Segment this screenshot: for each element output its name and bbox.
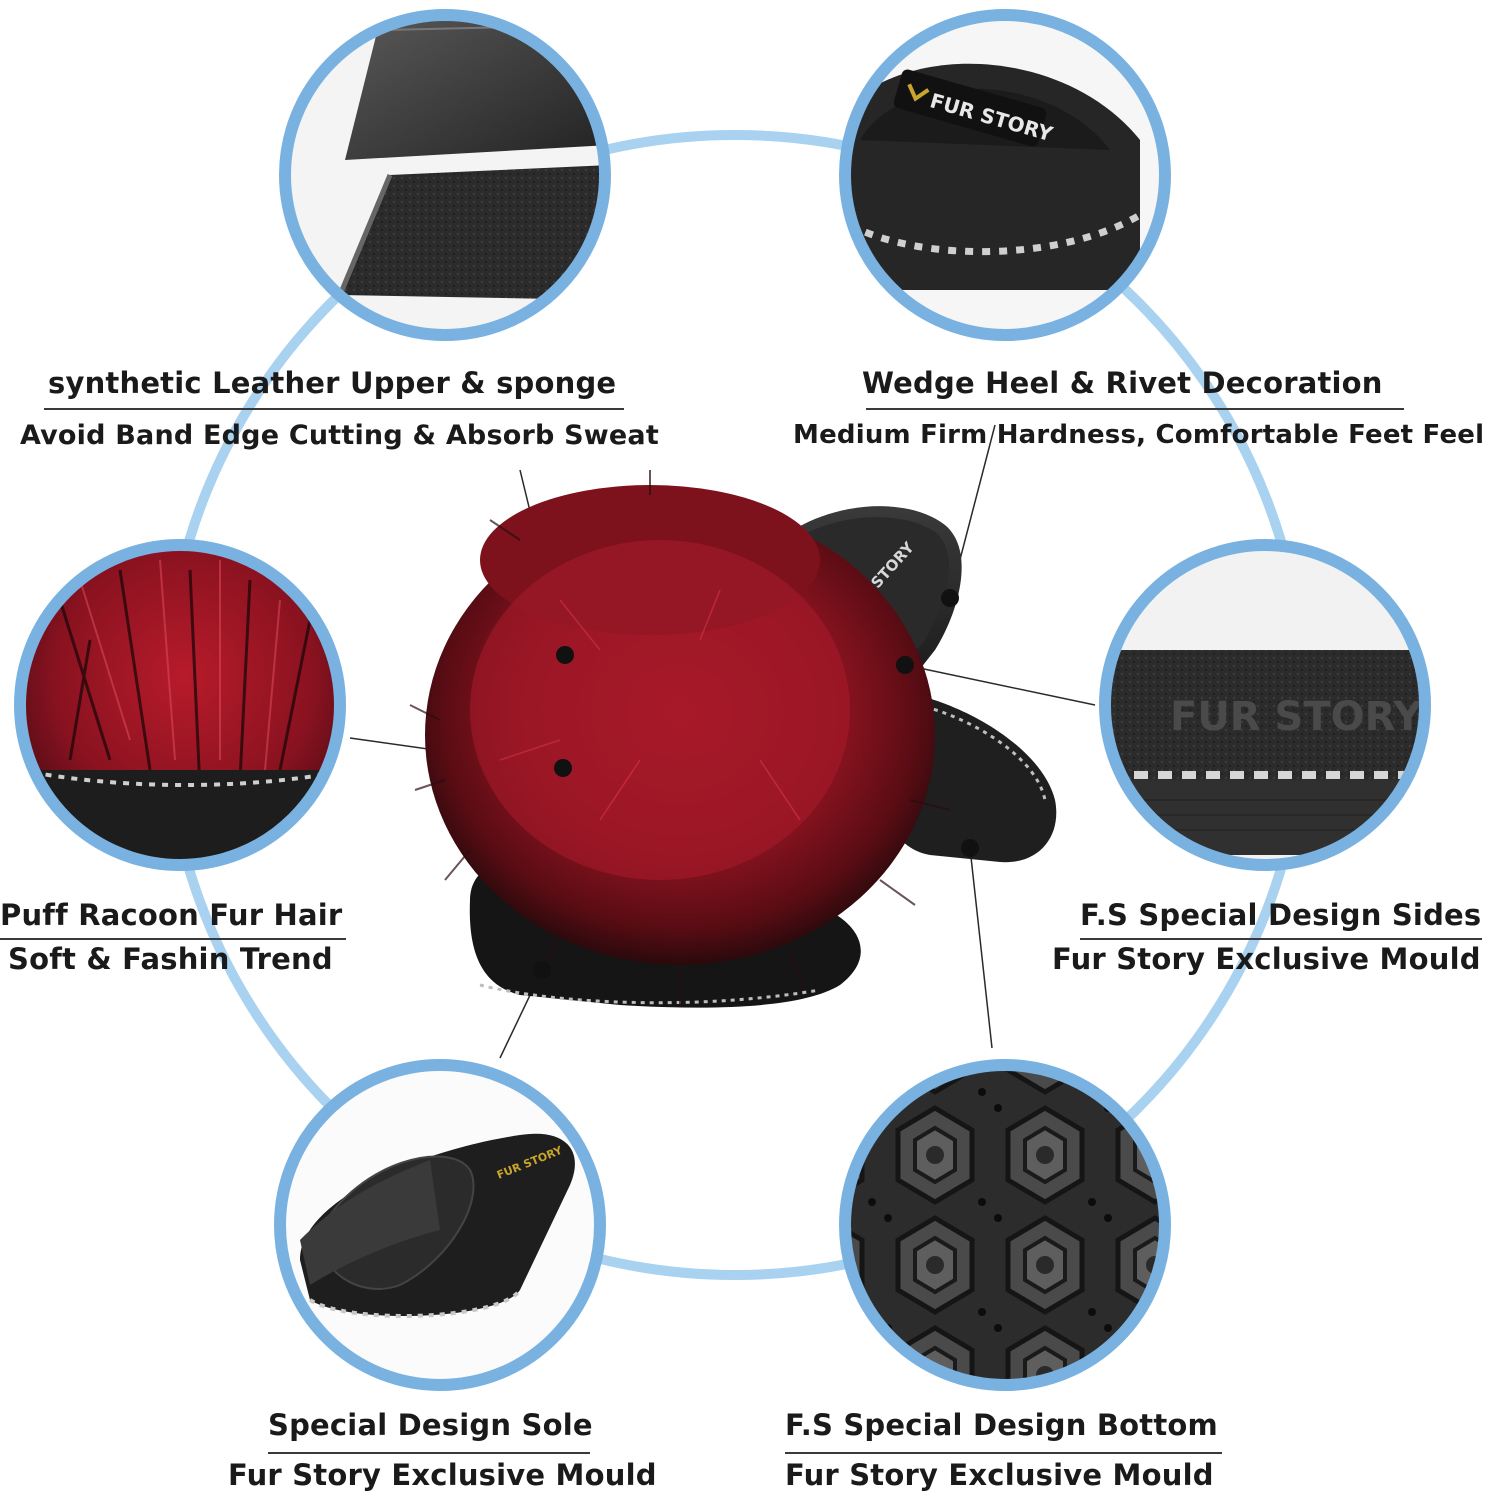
feature-subtitle-fur: Soft & Fashin Trend bbox=[8, 942, 333, 976]
feature-title-sides: F.S Special Design Sides bbox=[1080, 898, 1482, 932]
feature-subtitle-leather: Avoid Band Edge Cutting & Absorb Sweat bbox=[20, 420, 659, 451]
title-underline bbox=[785, 1452, 1222, 1454]
feature-title-leather: synthetic Leather Upper & sponge bbox=[48, 366, 617, 400]
callout-dots bbox=[533, 589, 979, 979]
feature-title-bottom: F.S Special Design Bottom bbox=[785, 1408, 1218, 1442]
feature-subtitle-sides: Fur Story Exclusive Mould bbox=[1052, 942, 1481, 976]
logo-text-side: FUR STORY bbox=[1170, 694, 1423, 740]
feature-title-fur: Puff Racoon Fur Hair bbox=[0, 898, 343, 932]
title-underline bbox=[0, 938, 346, 940]
closeup-tread-pattern bbox=[845, 1065, 1165, 1385]
feature-subtitle-heel: Medium Firm Hardness, Comfortable Feet F… bbox=[793, 420, 1485, 450]
closeup-leather-upper bbox=[285, 15, 605, 335]
feature-subtitle-bottom: Fur Story Exclusive Mould bbox=[785, 1458, 1214, 1492]
closeup-fur bbox=[20, 545, 340, 865]
title-underline bbox=[268, 1452, 590, 1454]
closeup-slide-sandal: FUR STORY bbox=[280, 1065, 600, 1385]
feature-title-sole: Special Design Sole bbox=[268, 1408, 593, 1442]
title-underline bbox=[44, 408, 624, 410]
closeup-wedge-heel: FUR STORY bbox=[845, 15, 1165, 335]
fur-slide-slipper: FUR STORY bbox=[409, 470, 1057, 1008]
feature-subtitle-sole: Fur Story Exclusive Mould bbox=[228, 1458, 657, 1492]
title-underline bbox=[866, 408, 1404, 410]
feature-title-heel: Wedge Heel & Rivet Decoration bbox=[862, 366, 1383, 400]
title-underline bbox=[1080, 938, 1482, 940]
